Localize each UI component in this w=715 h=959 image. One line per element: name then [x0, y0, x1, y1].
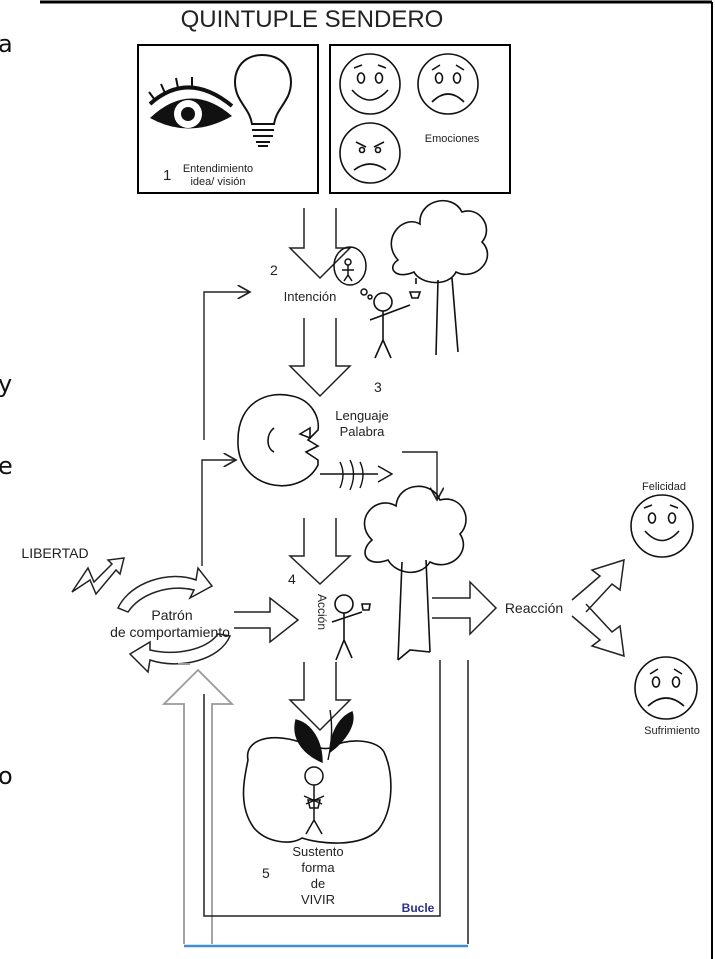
- sprout-icon: [295, 710, 353, 762]
- tree-icon: [391, 201, 487, 355]
- sound-waves-icon: [320, 460, 392, 490]
- stage-1-sublabel: idea/ visión: [190, 176, 245, 188]
- stage-5-line2: forma: [301, 860, 335, 875]
- down-arrow-2: [290, 318, 350, 396]
- fork-arrow: [572, 560, 624, 656]
- stage-4-number: 4: [288, 571, 296, 587]
- lightning-arrow: [72, 558, 124, 594]
- stage-3-number: 3: [374, 379, 382, 395]
- reaccion-label: Reacción: [505, 600, 563, 616]
- emotions-label: Emociones: [425, 133, 480, 145]
- bucle-label: Bucle: [402, 901, 435, 915]
- happy-face-icon: [340, 54, 400, 114]
- suffering-face-icon: [635, 657, 697, 719]
- stage-1-label: Entendimiento: [183, 163, 253, 175]
- patron-to-action-arrow: [234, 598, 298, 642]
- action-to-reaction-arrow: [432, 582, 496, 634]
- down-arrow-3: [290, 518, 350, 584]
- stage-2-number: 2: [270, 262, 278, 278]
- stick-figure-action-icon: [332, 595, 370, 660]
- diagram-title: QUINTUPLE SENDERO: [181, 6, 444, 33]
- stage-1-number: 1: [163, 167, 171, 184]
- eye-icon: [149, 77, 232, 129]
- happiness-face-icon: [631, 495, 693, 557]
- stage-5-line4: VIVIR: [301, 892, 335, 907]
- stick-figure-icon: [370, 293, 410, 358]
- stick-figure-holding-icon: [304, 767, 324, 834]
- libertad-label: LIBERTAD: [21, 545, 88, 561]
- stage-2-label: Intención: [284, 289, 337, 304]
- patron-sublabel: de comportamiento: [110, 624, 230, 640]
- angry-face-icon: [340, 123, 400, 183]
- thought-bubble-icon: [334, 247, 372, 299]
- feedback-line-to-speech: [202, 460, 236, 566]
- stage-5-number: 5: [262, 865, 270, 881]
- speech-to-tree-arrow: [402, 452, 437, 500]
- stage-5-line3: de: [311, 876, 325, 891]
- speaking-head-icon: [238, 395, 318, 486]
- stage-5-line1: Sustento: [292, 844, 343, 859]
- up-arrow-gray: [164, 670, 232, 944]
- sad-face-icon: [418, 54, 478, 114]
- felicidad-label: Felicidad: [642, 481, 686, 493]
- stage-3-label: Lenguaje: [335, 408, 389, 423]
- lightbulb-icon: [235, 55, 291, 146]
- tree-action-icon: [364, 486, 466, 660]
- patron-label: Patrón: [151, 607, 192, 623]
- stage-4-label: Acción: [315, 594, 329, 630]
- down-arrow-1: [290, 208, 350, 278]
- feedback-line-to-intention: [204, 292, 250, 440]
- sufrimiento-label: Sufrimiento: [644, 725, 700, 737]
- stage-3-sublabel: Palabra: [340, 424, 386, 439]
